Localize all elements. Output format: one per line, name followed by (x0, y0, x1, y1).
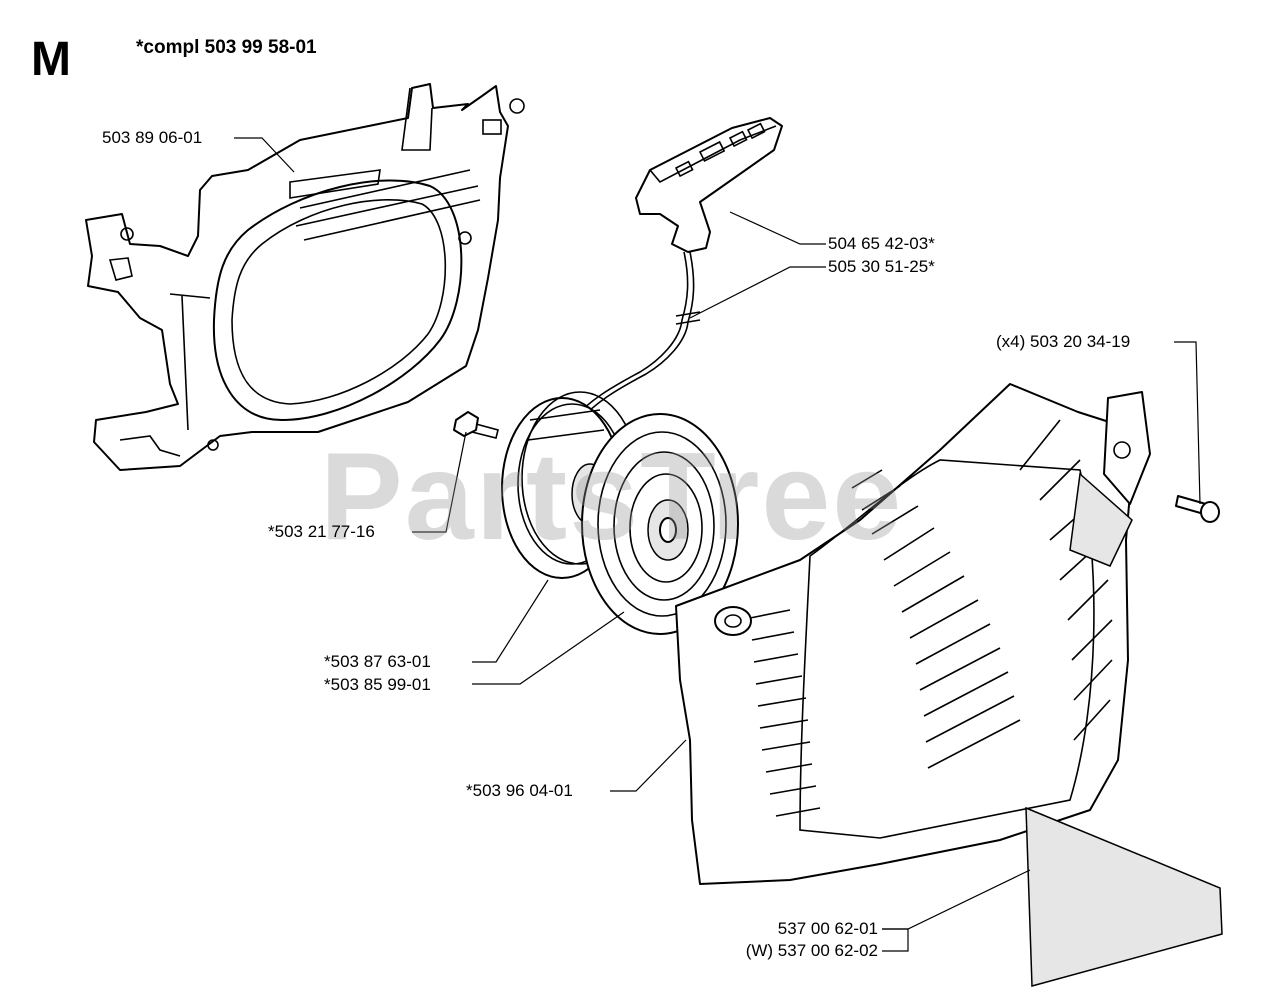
label-decal-w: (W) 537 00 62-02 (745, 941, 878, 960)
starter-cover-drawing (675, 383, 1151, 885)
section-letter: M (31, 33, 71, 86)
pulley-screw-drawing (453, 411, 499, 439)
label-rope-pulley: *503 87 63-01 (324, 652, 431, 671)
recoil-spring-drawing (581, 413, 739, 635)
label-cover-screws: (x4) 503 20 34-19 (996, 332, 1131, 351)
kit-note: *compl 503 99 58-01 (136, 37, 317, 58)
label-fan-housing: 503 89 06-01 (102, 128, 203, 147)
label-recoil-spring: *503 85 99-01 (324, 675, 431, 694)
leader-lines (234, 137, 1201, 952)
label-pulley-screw: *503 21 77-16 (268, 522, 375, 541)
starter-handle-drawing (571, 117, 783, 423)
label-starter-rope: 505 30 51-25* (828, 257, 935, 276)
watermark: PartsTree (320, 428, 904, 566)
label-decal: 537 00 62-01 (777, 919, 878, 938)
cover-grille-slats (749, 419, 1113, 817)
fan-housing-drawing (85, 83, 525, 471)
cover-screw-drawing (1175, 495, 1220, 523)
label-starter-handle: 504 65 42-03* (828, 234, 935, 253)
label-starter-cover: *503 96 04-01 (466, 781, 573, 800)
decal-drawing (1025, 806, 1223, 987)
